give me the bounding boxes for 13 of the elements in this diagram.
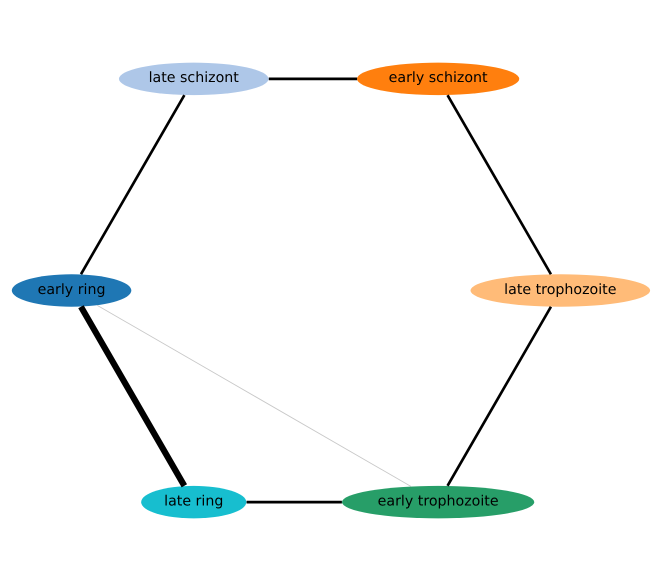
connector xyxy=(268,78,358,80)
connector xyxy=(80,94,186,275)
node-ellipse: late schizont xyxy=(118,62,269,96)
node-ellipse: early trophozoite xyxy=(342,486,534,518)
connector xyxy=(246,500,342,504)
node-ellipse: late ring xyxy=(141,486,246,518)
node-ellipse: late trophozoite xyxy=(470,274,650,307)
node-ellipse: early ring xyxy=(12,274,132,307)
connector xyxy=(446,94,552,275)
node-ellipse: early schizont xyxy=(357,62,520,96)
connector xyxy=(96,304,412,487)
connector xyxy=(446,306,552,486)
connector xyxy=(78,305,188,488)
